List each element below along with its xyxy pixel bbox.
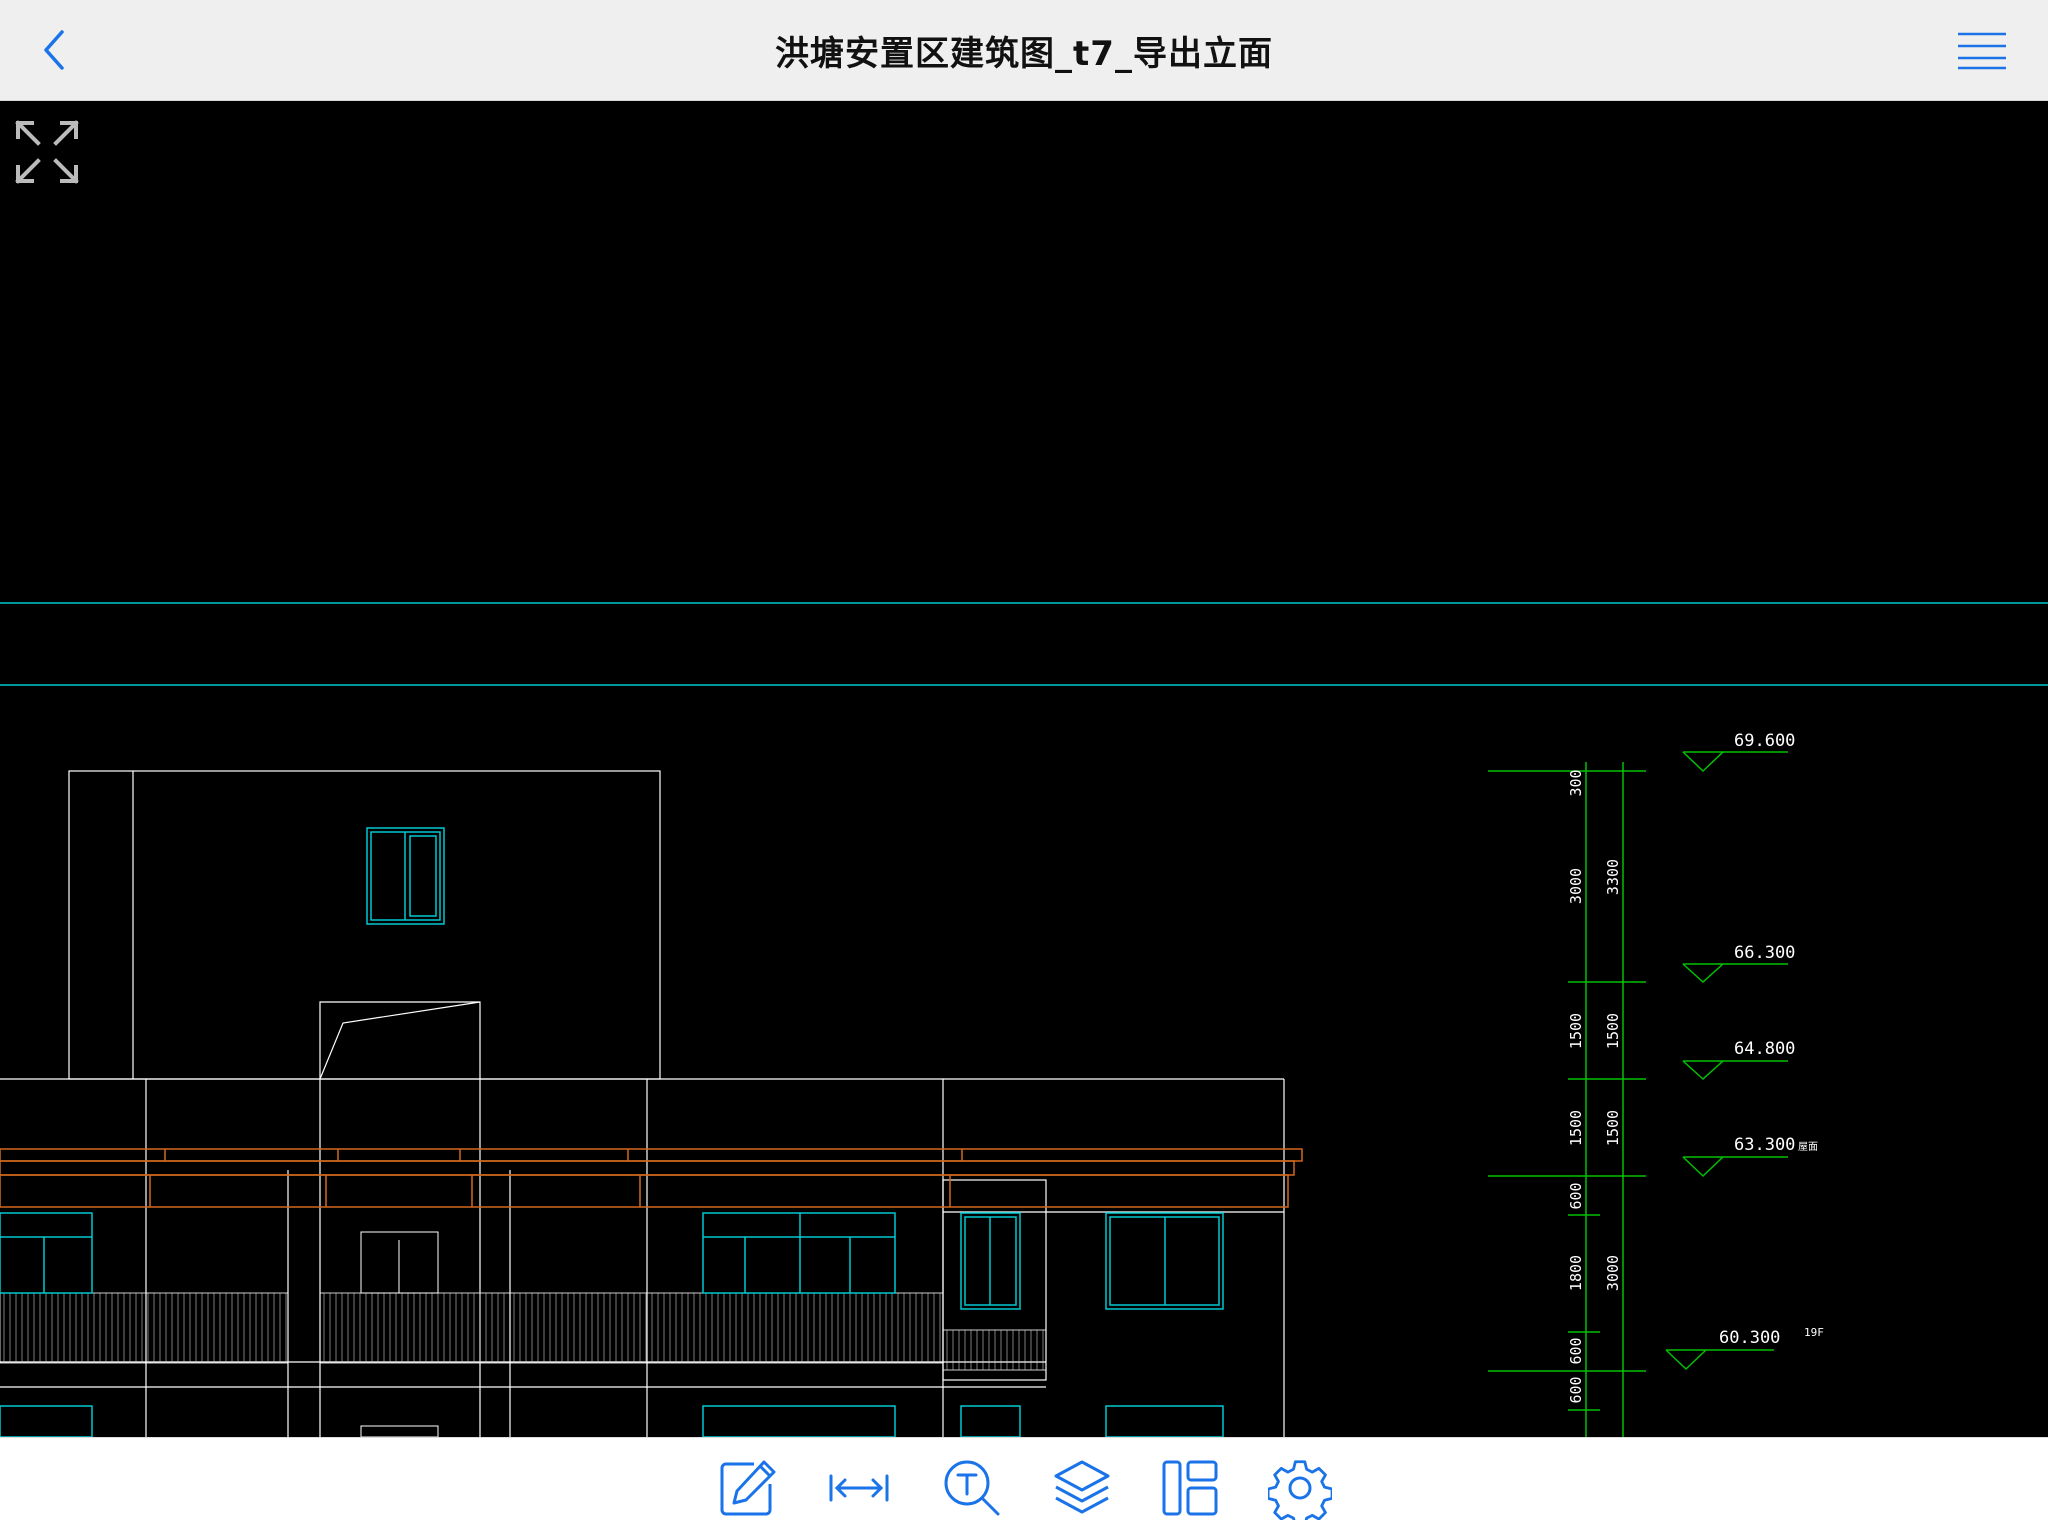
cad-elevation-drawing: 69.600 66.300 64.800 63.300 屋面 60.300 19… <box>0 602 2048 1437</box>
back-button[interactable] <box>28 24 80 76</box>
settings-button[interactable] <box>1266 1456 1334 1528</box>
dimension-text: 3300 <box>1604 859 1622 895</box>
measure-button[interactable] <box>827 1456 891 1520</box>
dimension-text: 1800 <box>1567 1255 1585 1291</box>
layout-panels-icon <box>1162 1460 1218 1516</box>
dimension-text: 1500 <box>1604 1110 1622 1146</box>
dimension-text: 600 <box>1567 1337 1585 1364</box>
chevron-left-icon <box>44 30 64 70</box>
measure-distance-icon <box>829 1474 889 1502</box>
elevation-label: 64.800 <box>1734 1039 1795 1059</box>
top-navigation-bar: 洪塘安置区建筑图_t7_导出立面 <box>0 0 2048 101</box>
dimension-text: 1500 <box>1567 1013 1585 1049</box>
menu-button[interactable] <box>1956 28 2008 72</box>
dimension-text: 300 <box>1567 769 1585 796</box>
dimension-text: 3000 <box>1567 868 1585 904</box>
layers-button[interactable] <box>1050 1456 1114 1520</box>
cad-drawing-canvas[interactable]: 69.600 66.300 64.800 63.300 屋面 60.300 19… <box>0 101 2048 1437</box>
dimension-text: 600 <box>1567 1376 1585 1403</box>
dimension-text: 600 <box>1567 1182 1585 1209</box>
elevation-note: 屋面 <box>1798 1141 1818 1153</box>
markup-edit-icon <box>720 1460 776 1516</box>
dimension-text: 1500 <box>1567 1110 1585 1146</box>
text-search-icon <box>944 1460 1000 1516</box>
expand-arrows-icon <box>15 120 79 184</box>
settings-gear-icon <box>1266 1460 1334 1528</box>
fullscreen-button[interactable] <box>14 119 80 185</box>
document-title: 洪塘安置区建筑图_t7_导出立面 <box>775 34 1273 74</box>
elevation-label: 66.300 <box>1734 943 1795 963</box>
text-search-button[interactable] <box>940 1456 1004 1520</box>
elevation-label: 60.300 <box>1719 1328 1780 1348</box>
bottom-toolbar <box>0 1437 2048 1537</box>
elevation-note: 19F <box>1804 1326 1824 1339</box>
dimension-text: 3000 <box>1604 1255 1622 1291</box>
layers-icon <box>1054 1460 1110 1514</box>
markup-edit-button[interactable] <box>716 1456 780 1520</box>
dimension-text: 1500 <box>1604 1013 1622 1049</box>
hamburger-menu-icon <box>1958 32 2006 70</box>
elevation-label: 63.300 <box>1734 1135 1795 1155</box>
layout-button[interactable] <box>1158 1456 1222 1520</box>
elevation-label: 69.600 <box>1734 731 1795 751</box>
